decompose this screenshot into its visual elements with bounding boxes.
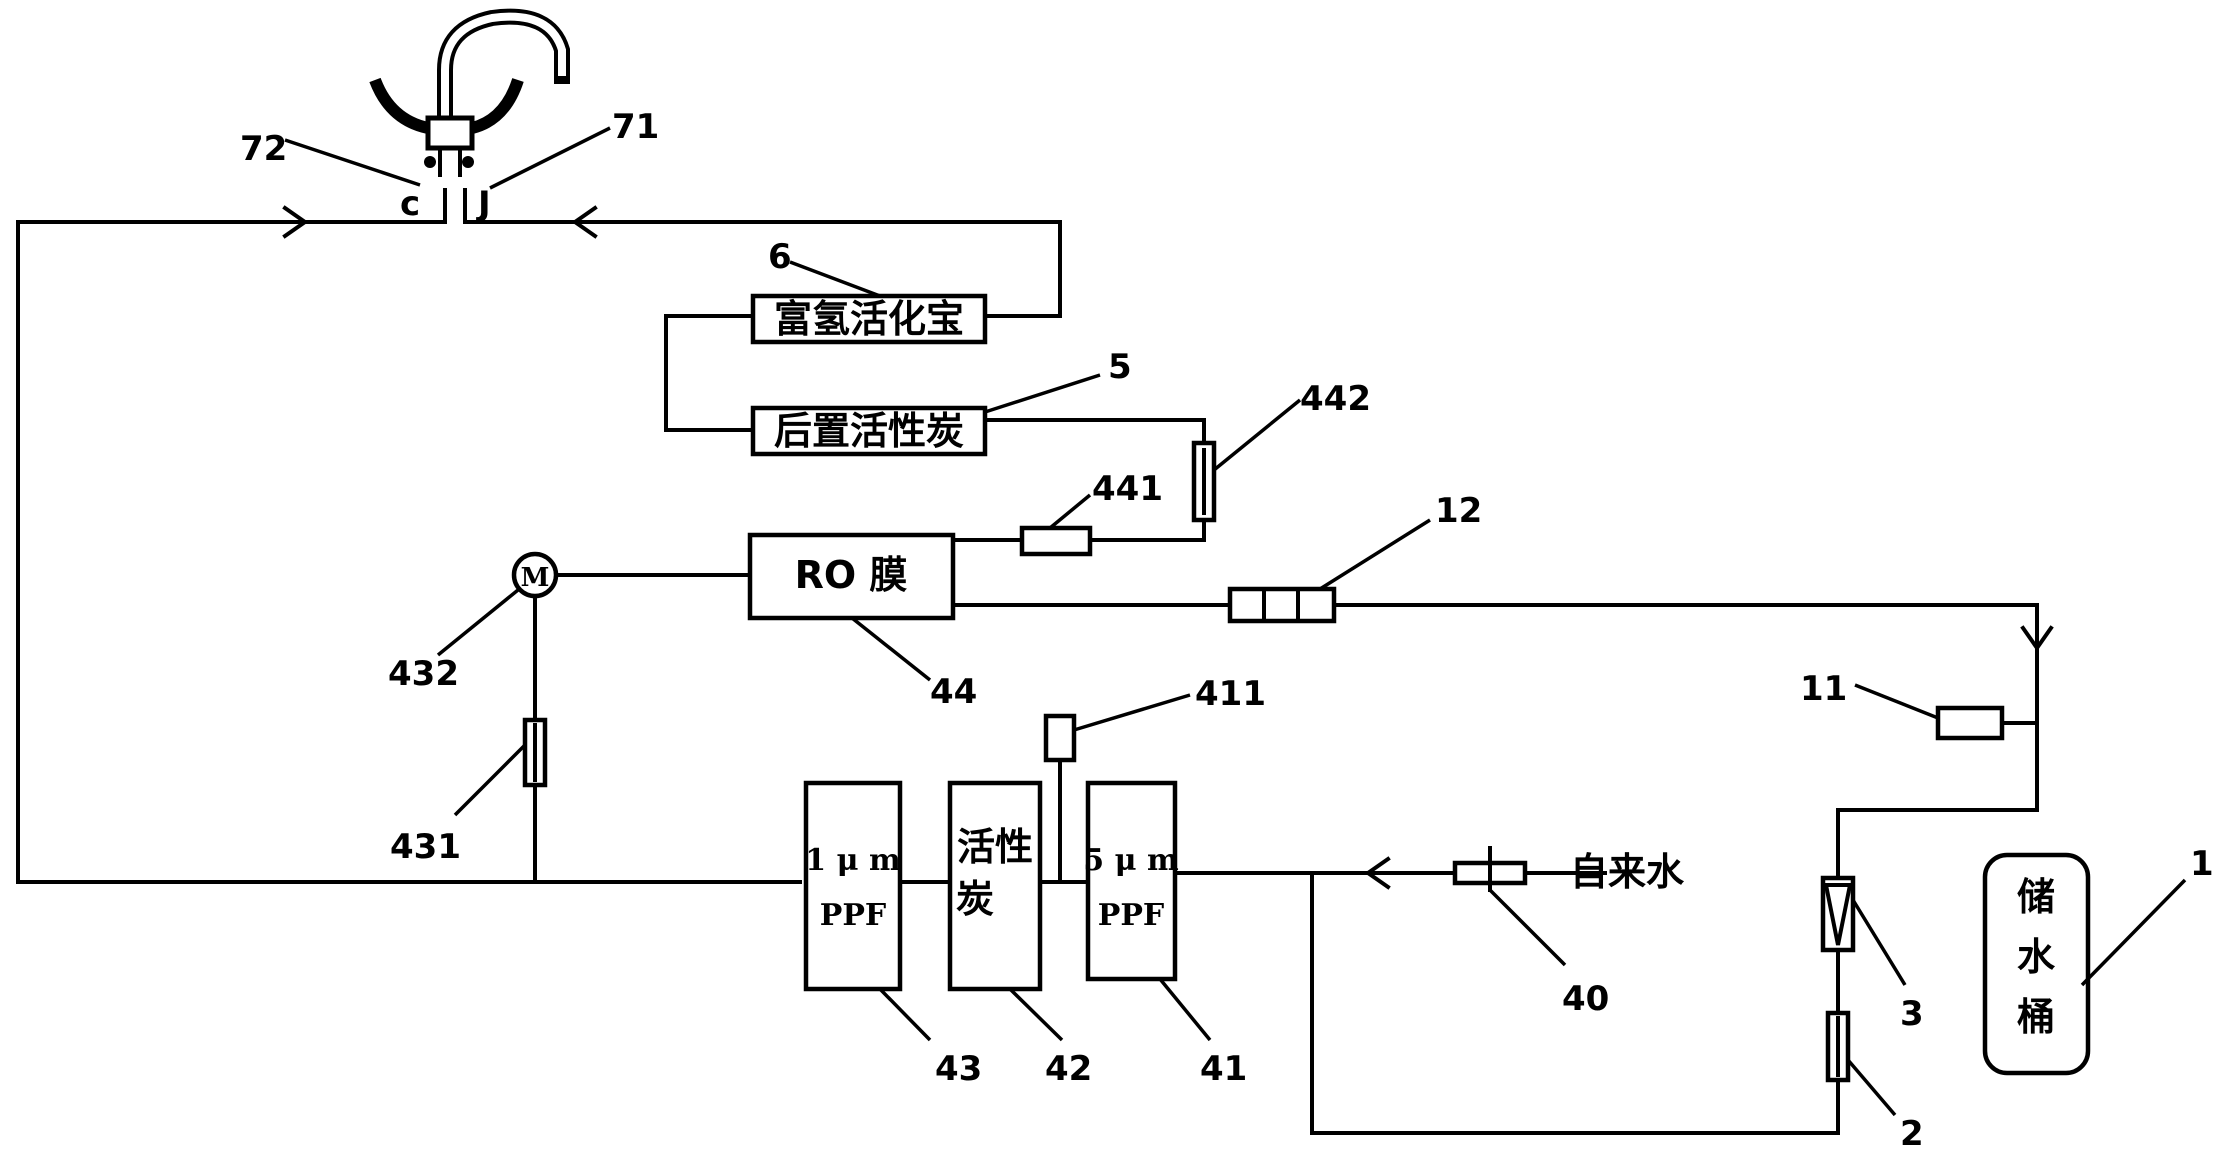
hydrogen-activator-label: 富氢活化宝	[774, 297, 964, 341]
storage-tank-char-3: 桶	[2017, 995, 2055, 1039]
ppf-5um-line2: PPF	[1098, 898, 1164, 933]
storage-tank-char-2: 水	[2017, 935, 2056, 979]
faucet-icon	[369, 8, 570, 177]
post-carbon-label: 后置活性炭	[774, 409, 964, 453]
callout-40: 40	[1562, 979, 1609, 1019]
arrow-left-loop	[282, 205, 309, 239]
callout-1: 1	[2190, 844, 2214, 884]
pipe-442-441	[1088, 518, 1206, 542]
sensor-11	[1935, 705, 2005, 741]
callout-6: 6	[768, 237, 792, 277]
callout-432: 432	[388, 654, 459, 694]
ro-membrane-label: RO 膜	[795, 553, 908, 597]
ppf-5um-line1: 5 μ m	[1083, 843, 1179, 878]
pump-motor-label: M	[521, 563, 550, 593]
pipe-hydrogen-carbon	[664, 314, 755, 432]
callout-71: 71	[612, 107, 659, 147]
tap-c-label: c	[400, 184, 420, 224]
carbon-filter-line1: 活性	[957, 825, 1033, 869]
pipe-3-branch	[1836, 808, 2039, 880]
arrow-tank-down	[2020, 625, 2054, 652]
callout-411: 411	[1195, 674, 1266, 714]
callout-431: 431	[390, 827, 461, 867]
pipe-tap-j	[463, 188, 477, 224]
carbon-filter-box	[947, 780, 1043, 992]
pipe-carbon-442	[983, 418, 1206, 445]
callout-2: 2	[1900, 1114, 1924, 1150]
callout-43: 43	[935, 1049, 982, 1089]
tap-j-label: J	[476, 184, 491, 224]
pump-motor-icon	[511, 551, 559, 599]
callout-12: 12	[1435, 491, 1482, 531]
ppf-5um-box	[1085, 780, 1178, 982]
pipes	[16, 188, 2039, 1135]
ppf-1um-box	[803, 780, 903, 992]
callout-3: 3	[1900, 994, 1924, 1034]
sensor-411	[1043, 713, 1077, 763]
arrow-inlet	[1364, 856, 1391, 890]
flow-restrictor-441	[1019, 525, 1093, 557]
callout-11: 11	[1800, 669, 1847, 709]
storage-tank-box	[1982, 852, 2091, 1076]
callout-41: 41	[1200, 1049, 1247, 1089]
ppf-1um-line1: 1 μ m	[805, 843, 901, 878]
pipe-2-bottom	[1310, 871, 1840, 1135]
flow-arrows	[282, 205, 2054, 890]
callout-44: 44	[930, 672, 977, 712]
ro-membrane-box	[747, 532, 956, 621]
hydrogen-activator-box	[750, 293, 988, 345]
post-carbon-box	[750, 405, 988, 457]
callout-441: 441	[1092, 469, 1163, 509]
arrow-tap-j	[571, 205, 598, 239]
storage-tank-char-1: 储	[2017, 875, 2055, 919]
pipe-hydrogen-to-tap	[473, 220, 1062, 318]
pipe-12-tank	[1332, 603, 2039, 812]
callout-5: 5	[1108, 347, 1132, 387]
callout-72: 72	[240, 129, 287, 169]
pipe-tap-c	[438, 188, 447, 224]
carbon-filter-line2: 炭	[956, 877, 994, 921]
ppf-1um-line2: PPF	[820, 898, 886, 933]
inlet-label: 自来水	[1570, 850, 1685, 894]
valve-12	[1227, 586, 1337, 624]
callout-42: 42	[1045, 1049, 1092, 1089]
pipe-left-loop	[16, 220, 802, 884]
callout-442: 442	[1300, 379, 1371, 419]
